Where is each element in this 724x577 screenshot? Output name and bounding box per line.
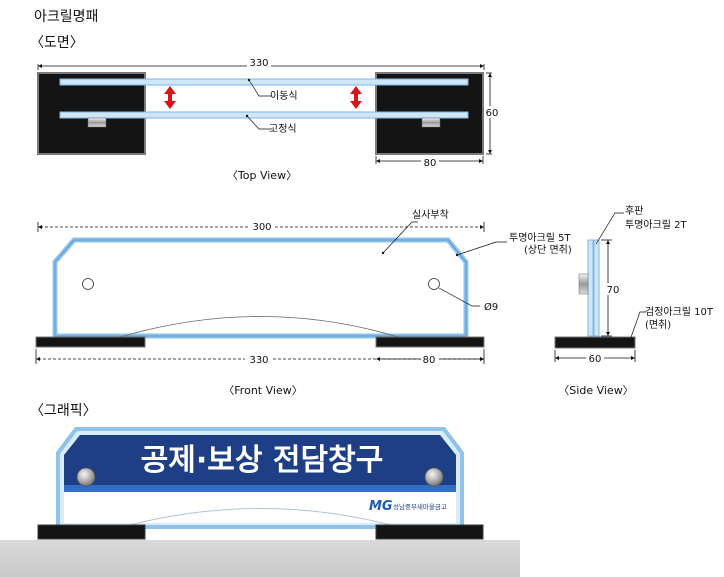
side-view-dim-base: 60 — [589, 354, 602, 365]
front-view-dim-top: 300 — [252, 222, 271, 233]
side-view-drawing: 후판 투명아크릴 2T 70 검정아크릴 10T (면취) 60 〈Side V… — [554, 205, 714, 397]
product-title: 아크릴명패 — [34, 9, 98, 25]
label-fixed: 고정식 — [269, 123, 297, 135]
top-view-drawing: 330 60 이동식 고정식 80 〈 — [37, 57, 500, 182]
label-back-plate-spec: 투명아크릴 2T — [625, 218, 688, 231]
top-view-dim-depth: 60 — [486, 108, 499, 119]
label-acrylic-5t: 투명아크릴 5T — [509, 231, 572, 244]
side-view-dim-height: 70 — [607, 285, 620, 296]
logo-text: 성남중부새마을금고 — [393, 502, 447, 511]
front-view-drawing: 300 실사부착 투명아크릴 5T (상단 면취) Ø9 330 80 〈Fr — [35, 209, 572, 397]
front-view-caption: 〈Front View〉 — [223, 384, 302, 397]
front-view-dim-width: 330 — [249, 355, 268, 366]
graphic-headline: 공제·보상 전담창구 — [141, 443, 384, 478]
screw-left-icon — [76, 467, 96, 487]
screw-right-icon — [424, 467, 444, 487]
label-base-acrylic: 검정아크릴 10T — [645, 305, 714, 318]
logo-mark-icon: MG — [369, 499, 393, 514]
section-graphic-heading: 〈그래픽〉 — [30, 403, 97, 419]
graphic-navy-panel — [64, 435, 456, 485]
hole-left-icon — [82, 278, 94, 290]
top-view-dim-base: 80 — [424, 158, 437, 169]
top-view-caption: 〈Top View〉 — [227, 169, 297, 182]
section-drawing-heading: 〈도면〉 — [30, 35, 84, 51]
label-movable: 이동식 — [270, 90, 298, 102]
label-base-acrylic-note: (면취) — [645, 319, 671, 331]
label-acrylic-5t-note: (상단 면취) — [524, 244, 572, 256]
top-view-dim-width: 330 — [249, 58, 268, 69]
front-view-acrylic-plate — [52, 237, 469, 339]
move-arrow-icon — [164, 86, 362, 109]
label-hole-diameter: Ø9 — [484, 301, 498, 313]
label-back-plate: 후판 — [625, 205, 643, 217]
front-view-dim-base: 80 — [423, 355, 436, 366]
side-view-caption: 〈Side View〉 — [558, 384, 633, 397]
floor-surface — [0, 540, 520, 577]
graphic-render: 공제·보상 전담창구 MG 성남중부새마을금고 — [0, 427, 520, 577]
hole-right-icon — [428, 278, 440, 290]
label-print-sheet: 실사부착 — [412, 209, 449, 221]
